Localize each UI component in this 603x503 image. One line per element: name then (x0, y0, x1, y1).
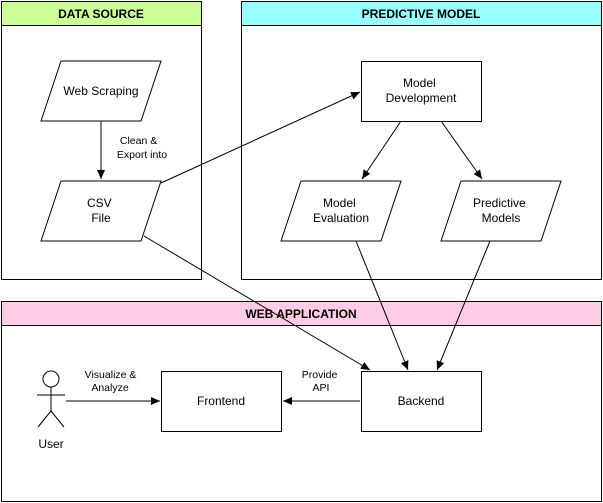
frontend-node[interactable]: Frontend (161, 371, 282, 432)
edge-csv-to-model-development (160, 91, 361, 184)
web-scraping-label: Web Scraping (63, 84, 138, 98)
predictive-models-node[interactable]: Predictive Models (440, 180, 562, 242)
edge-development-to-predictive (440, 120, 483, 180)
clean-export-label: Clean & Export into (117, 135, 167, 161)
user-actor[interactable] (37, 370, 65, 428)
model-evaluation-node[interactable]: Model Evaluation (280, 180, 402, 242)
predictive-model-header (241, 1, 602, 26)
frontend-label: Frontend (197, 394, 245, 408)
edge-evaluation-to-backend (355, 240, 409, 371)
predictive-model-title: PREDICTIVE MODEL (362, 7, 481, 21)
user-icon (42, 370, 60, 388)
backend-node[interactable]: Backend (361, 371, 482, 432)
web-scraping-node[interactable]: Web Scraping (40, 60, 162, 122)
csv-file-node[interactable]: CSV File (40, 180, 162, 242)
predictive-models-label: Predictive Models (473, 196, 529, 225)
visualize-analyze-label: Visualize & Analyze (85, 369, 140, 394)
user-label: User (38, 437, 63, 451)
backend-label: Backend (398, 394, 445, 408)
model-evaluation-label: Model Evaluation (313, 196, 369, 225)
model-development-label: Model Development (386, 76, 457, 105)
edge-predictive-to-backend (436, 240, 491, 371)
provide-api-label: Provide API (302, 369, 341, 394)
edge-csv-to-backend (143, 235, 371, 371)
model-development-node[interactable]: Model Development (361, 61, 482, 122)
data-source-header (1, 1, 202, 26)
connectors (66, 91, 491, 405)
csv-file-label: CSV File (87, 196, 115, 225)
data-source-title: DATA SOURCE (58, 7, 144, 21)
web-application-title: WEB APPLICATION (245, 307, 356, 321)
edge-development-to-evaluation (361, 120, 402, 180)
web-application-header (1, 301, 602, 326)
